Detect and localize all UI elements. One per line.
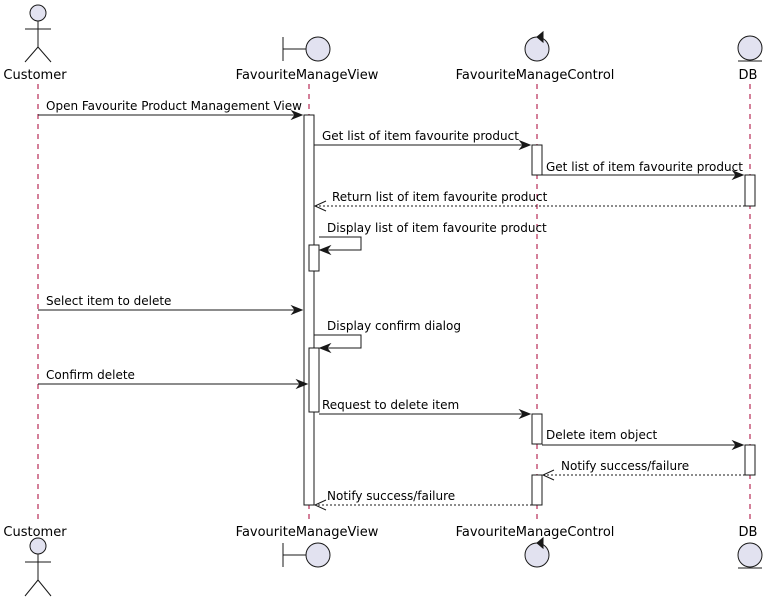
participant-label-customer: Customer bbox=[3, 525, 67, 540]
control-activation-delete bbox=[531, 413, 543, 445]
participant-label-control: FavouriteManageControl bbox=[456, 525, 615, 540]
participant-label-db: DB bbox=[739, 68, 758, 83]
participant-label-view: FavouriteManageView bbox=[236, 525, 379, 540]
view-activation-display-list bbox=[308, 244, 320, 272]
message-label: Display confirm dialog bbox=[327, 319, 461, 333]
message-6: Select item to delete bbox=[38, 294, 304, 316]
message-label: Open Favourite Product Management View bbox=[46, 99, 302, 113]
message-label: Notify success/failure bbox=[327, 489, 455, 503]
boundary-icon bbox=[282, 542, 331, 568]
message-label: Delete item object bbox=[546, 428, 657, 442]
participant-label-view: FavouriteManageView bbox=[236, 68, 379, 83]
control-activation-notify bbox=[531, 474, 543, 506]
message-label: Get list of item favourite product bbox=[546, 160, 743, 174]
message-9: Request to delete item bbox=[319, 398, 532, 420]
view-head-top: FavouriteManageView bbox=[236, 36, 379, 83]
message-8: Confirm delete bbox=[38, 368, 309, 390]
control-head-top: FavouriteManageControl bbox=[456, 30, 615, 83]
control-icon bbox=[524, 30, 550, 62]
view-head-bottom: FavouriteManageView bbox=[236, 525, 379, 568]
boundary-icon bbox=[282, 36, 331, 62]
db-activation-get-list bbox=[744, 174, 756, 207]
message-label: Get list of item favourite product bbox=[322, 129, 519, 143]
message-label: Return list of item favourite product bbox=[332, 190, 548, 204]
message-10: Delete item object bbox=[542, 428, 745, 451]
message-2: Get list of item favourite product bbox=[314, 129, 532, 151]
control-head-bottom: FavouriteManageControl bbox=[456, 525, 615, 568]
db-activation-delete bbox=[744, 444, 756, 476]
participant-label-control: FavouriteManageControl bbox=[456, 68, 615, 83]
participant-label-customer: Customer bbox=[3, 68, 67, 83]
control-icon bbox=[524, 536, 550, 568]
actor-icon bbox=[24, 4, 52, 63]
view-activation-main bbox=[303, 114, 315, 506]
message-label: Notify success/failure bbox=[561, 459, 689, 473]
message-4: Return list of item favourite product bbox=[313, 190, 745, 212]
control-activation-get-list bbox=[531, 144, 543, 176]
message-label: Request to delete item bbox=[322, 398, 459, 412]
customer-head-bottom: Customer bbox=[3, 525, 67, 597]
participant-label-db: DB bbox=[739, 525, 758, 540]
customer-head-top: Customer bbox=[3, 4, 67, 83]
message-label: Confirm delete bbox=[46, 368, 135, 382]
message-3: Get list of item favourite product bbox=[542, 160, 745, 181]
db-head-top: DB bbox=[737, 35, 763, 83]
message-label: Select item to delete bbox=[46, 294, 171, 308]
message-12: Notify success/failure bbox=[313, 489, 532, 511]
message-11: Notify success/failure bbox=[541, 459, 745, 481]
message-1: Open Favourite Product Management View bbox=[38, 99, 304, 121]
entity-icon bbox=[737, 542, 763, 569]
message-5-self: Display list of item favourite product bbox=[318, 221, 547, 256]
actor-icon bbox=[24, 537, 52, 597]
view-activation-confirm-dialog bbox=[308, 347, 320, 413]
db-head-bottom: DB bbox=[737, 525, 763, 569]
entity-icon bbox=[737, 35, 763, 62]
message-label: Display list of item favourite product bbox=[327, 221, 547, 235]
message-7-self: Display confirm dialog bbox=[314, 319, 461, 354]
